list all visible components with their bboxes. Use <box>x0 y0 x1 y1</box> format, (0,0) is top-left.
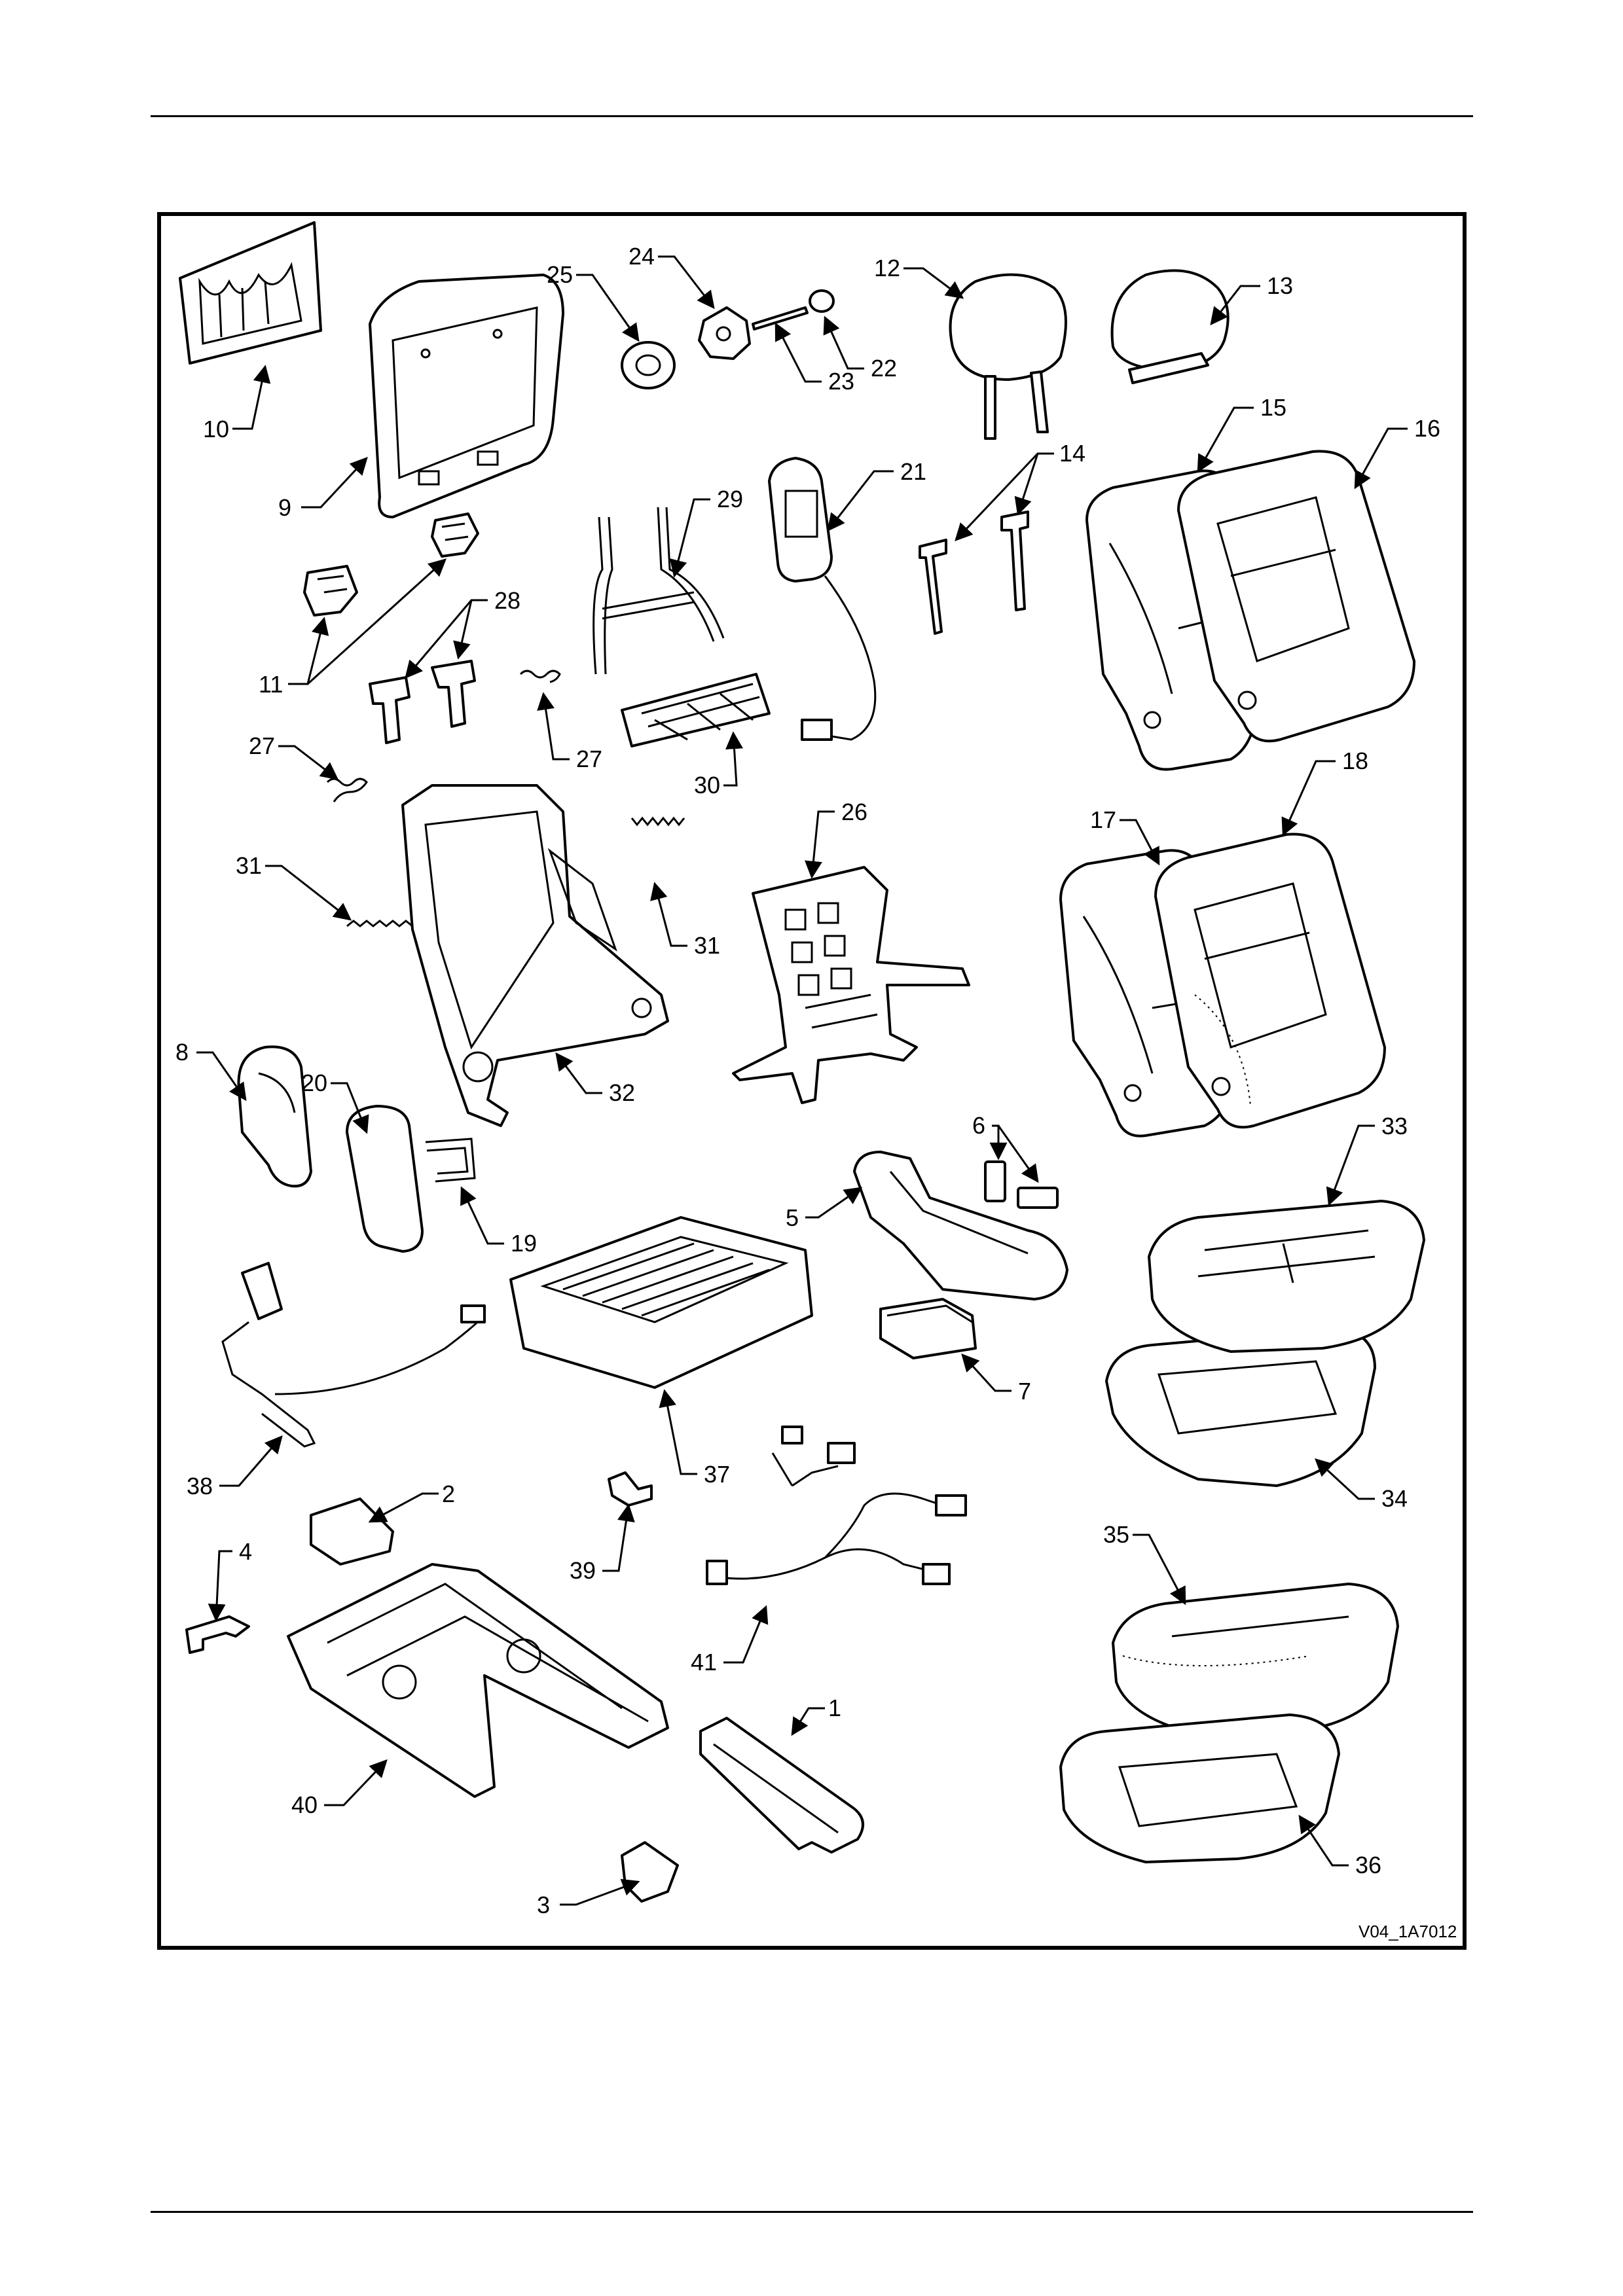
callout-13: 13 <box>1267 272 1293 299</box>
callout-26: 26 <box>841 798 867 825</box>
callout-25: 25 <box>547 261 573 288</box>
callout-32: 32 <box>609 1079 635 1106</box>
part-9-backrest-rear-panel <box>370 275 563 517</box>
callout-28: 28 <box>494 587 520 614</box>
part-8-trim-cap <box>239 1047 312 1186</box>
part-13-headrest-cover <box>1112 270 1228 383</box>
part-25-disc <box>622 342 674 388</box>
callout-27a: 27 <box>249 732 275 759</box>
callout-20: 20 <box>301 1069 327 1096</box>
part-28-sleeves <box>370 661 475 743</box>
callout-5: 5 <box>786 1204 799 1231</box>
part-22-cap <box>810 291 833 312</box>
callout-30: 30 <box>694 772 720 798</box>
part-20-armrest-pad <box>347 1106 422 1251</box>
callout-39: 39 <box>570 1557 596 1584</box>
part-5-side-trim <box>854 1152 1067 1299</box>
callout-41: 41 <box>691 1649 717 1676</box>
part-26-seat-panel <box>733 867 969 1103</box>
part-37-cushion-frame <box>511 1217 812 1388</box>
part-36-cushion-pad <box>1061 1715 1339 1862</box>
part-21-module <box>769 458 875 740</box>
callout-4: 4 <box>239 1538 252 1565</box>
callout-33: 33 <box>1381 1113 1408 1139</box>
callout-6: 6 <box>972 1112 985 1139</box>
callout-2: 2 <box>442 1480 455 1507</box>
callout-36: 36 <box>1355 1852 1381 1878</box>
part-40-seat-track <box>288 1564 668 1797</box>
part-27-spring-right <box>520 671 560 682</box>
callout-23: 23 <box>828 368 854 395</box>
part-24-knob <box>699 308 750 359</box>
callout-38: 38 <box>187 1473 213 1499</box>
callout-19: 19 <box>511 1230 537 1257</box>
callout-31b: 31 <box>694 932 720 959</box>
callout-10: 10 <box>203 416 229 442</box>
callout-14: 14 <box>1059 440 1085 467</box>
callout-8: 8 <box>175 1039 189 1066</box>
part-35-cushion-cover <box>1113 1584 1398 1734</box>
callout-18: 18 <box>1342 747 1368 774</box>
part-38-seat-belt-buckle <box>223 1263 484 1446</box>
callout-40: 40 <box>291 1791 318 1818</box>
callout-12: 12 <box>874 255 900 281</box>
callout-29: 29 <box>717 486 743 512</box>
part-10-map-pocket <box>180 223 321 363</box>
part-32-backrest-frame <box>403 785 668 1126</box>
callout-17: 17 <box>1090 806 1116 833</box>
callout-15: 15 <box>1260 394 1286 421</box>
part-39-clip <box>609 1473 651 1505</box>
callout-37: 37 <box>704 1461 730 1488</box>
callout-7: 7 <box>1018 1378 1031 1405</box>
part-1-side-trim <box>701 1718 863 1852</box>
callout-3: 3 <box>537 1892 550 1918</box>
part-29-wire-frame <box>594 507 723 674</box>
figure-reference-code: V04_1A7012 <box>1359 1922 1457 1941</box>
callout-27b: 27 <box>576 745 602 772</box>
part-31-spring-right <box>632 818 684 825</box>
part-33-cushion-cover <box>1149 1201 1424 1352</box>
part-27-spring-left <box>327 779 367 802</box>
callout-11: 11 <box>259 671 283 698</box>
callout-35: 35 <box>1103 1521 1129 1548</box>
part-30-mesh <box>622 674 769 746</box>
part-3-trim-cap <box>622 1842 678 1901</box>
part-7-switch-pack <box>881 1299 976 1358</box>
part-11-clips <box>304 514 478 615</box>
callout-16: 16 <box>1414 415 1440 442</box>
part-2-trim-cover <box>311 1499 393 1564</box>
part-19-u-bracket <box>426 1139 475 1181</box>
callout-9: 9 <box>278 494 291 521</box>
footer-rule <box>151 2211 1473 2213</box>
part-12-headrest <box>951 275 1066 439</box>
part-14-headrest-guides <box>920 512 1028 634</box>
callout-21: 21 <box>900 458 926 485</box>
callout-22: 22 <box>871 355 897 382</box>
callout-31a: 31 <box>236 852 262 879</box>
part-41-wiring-harness <box>707 1427 966 1584</box>
callout-34: 34 <box>1381 1485 1408 1512</box>
part-23-pin <box>753 308 807 329</box>
part-6-switches <box>985 1162 1057 1208</box>
callout-1: 1 <box>828 1695 841 1721</box>
part-4-bracket <box>187 1617 249 1653</box>
callout-24: 24 <box>629 243 655 270</box>
